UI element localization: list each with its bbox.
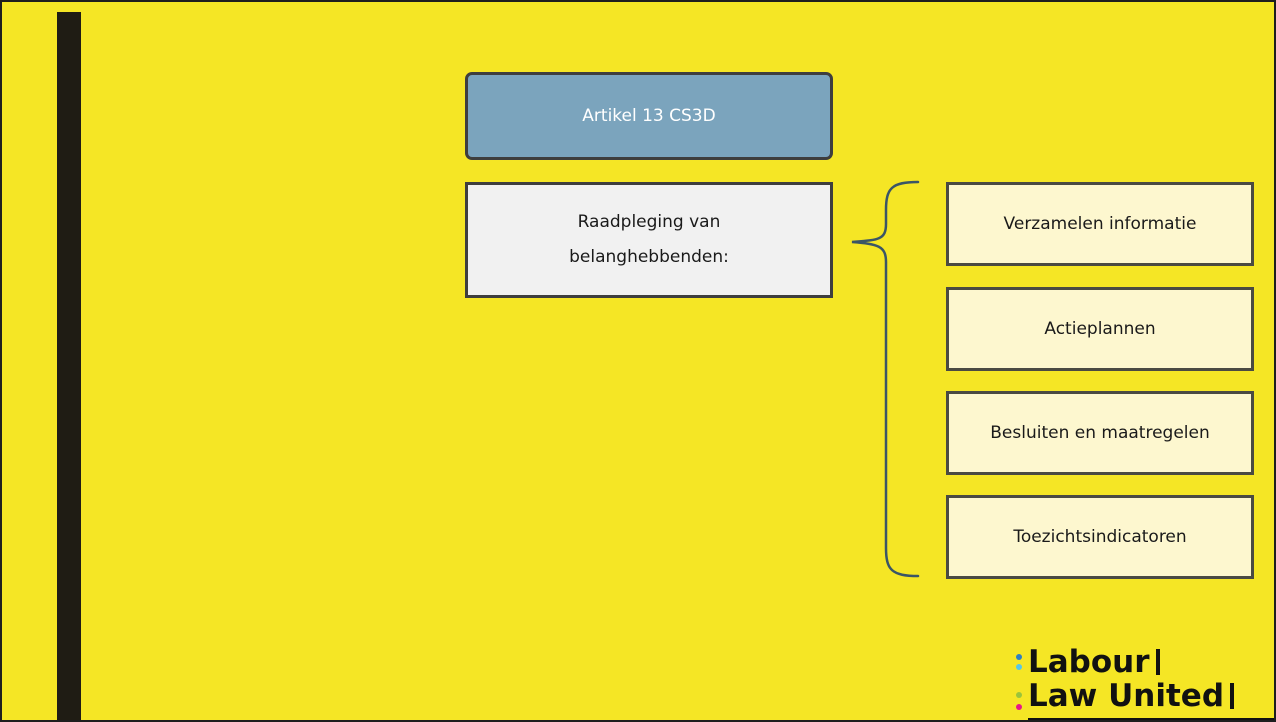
title-text: Artikel 13 CS3D <box>582 106 716 126</box>
item-action-plans: Actieplannen <box>946 287 1254 371</box>
consultation-box: Raadpleging van belanghebbenden: <box>465 182 833 298</box>
item-label: Besluiten en maatregelen <box>990 423 1210 443</box>
consultation-line-2: belanghebbenden: <box>569 247 729 267</box>
logo-dot-green <box>1016 692 1022 698</box>
logo-bar-mark <box>1230 683 1235 709</box>
labour-law-united-logo: Labour Law United <box>1014 644 1274 720</box>
title-box: Artikel 13 CS3D <box>465 72 833 160</box>
brace-path <box>851 180 920 578</box>
item-decisions-measures: Besluiten en maatregelen <box>946 391 1254 475</box>
logo-dot-cyan <box>1016 664 1022 670</box>
item-label: Verzamelen informatie <box>1003 214 1197 234</box>
left-accent-bar <box>57 12 81 720</box>
item-collect-information: Verzamelen informatie <box>946 182 1254 266</box>
logo-underline <box>1028 718 1274 720</box>
item-monitoring-indicators: Toezichtsindicatoren <box>946 495 1254 579</box>
consultation-line-1: Raadpleging van <box>577 212 721 232</box>
logo-text-line-1: Labour <box>1028 644 1150 680</box>
logo-dot-blue <box>1016 654 1022 660</box>
logo-bar-mark <box>1155 649 1160 675</box>
curly-brace-connector <box>851 180 920 578</box>
logo-dot-magenta <box>1016 704 1022 710</box>
logo-text-line-2: Law United <box>1028 678 1225 714</box>
item-label: Actieplannen <box>1044 319 1156 339</box>
item-label: Toezichtsindicatoren <box>1013 527 1187 547</box>
